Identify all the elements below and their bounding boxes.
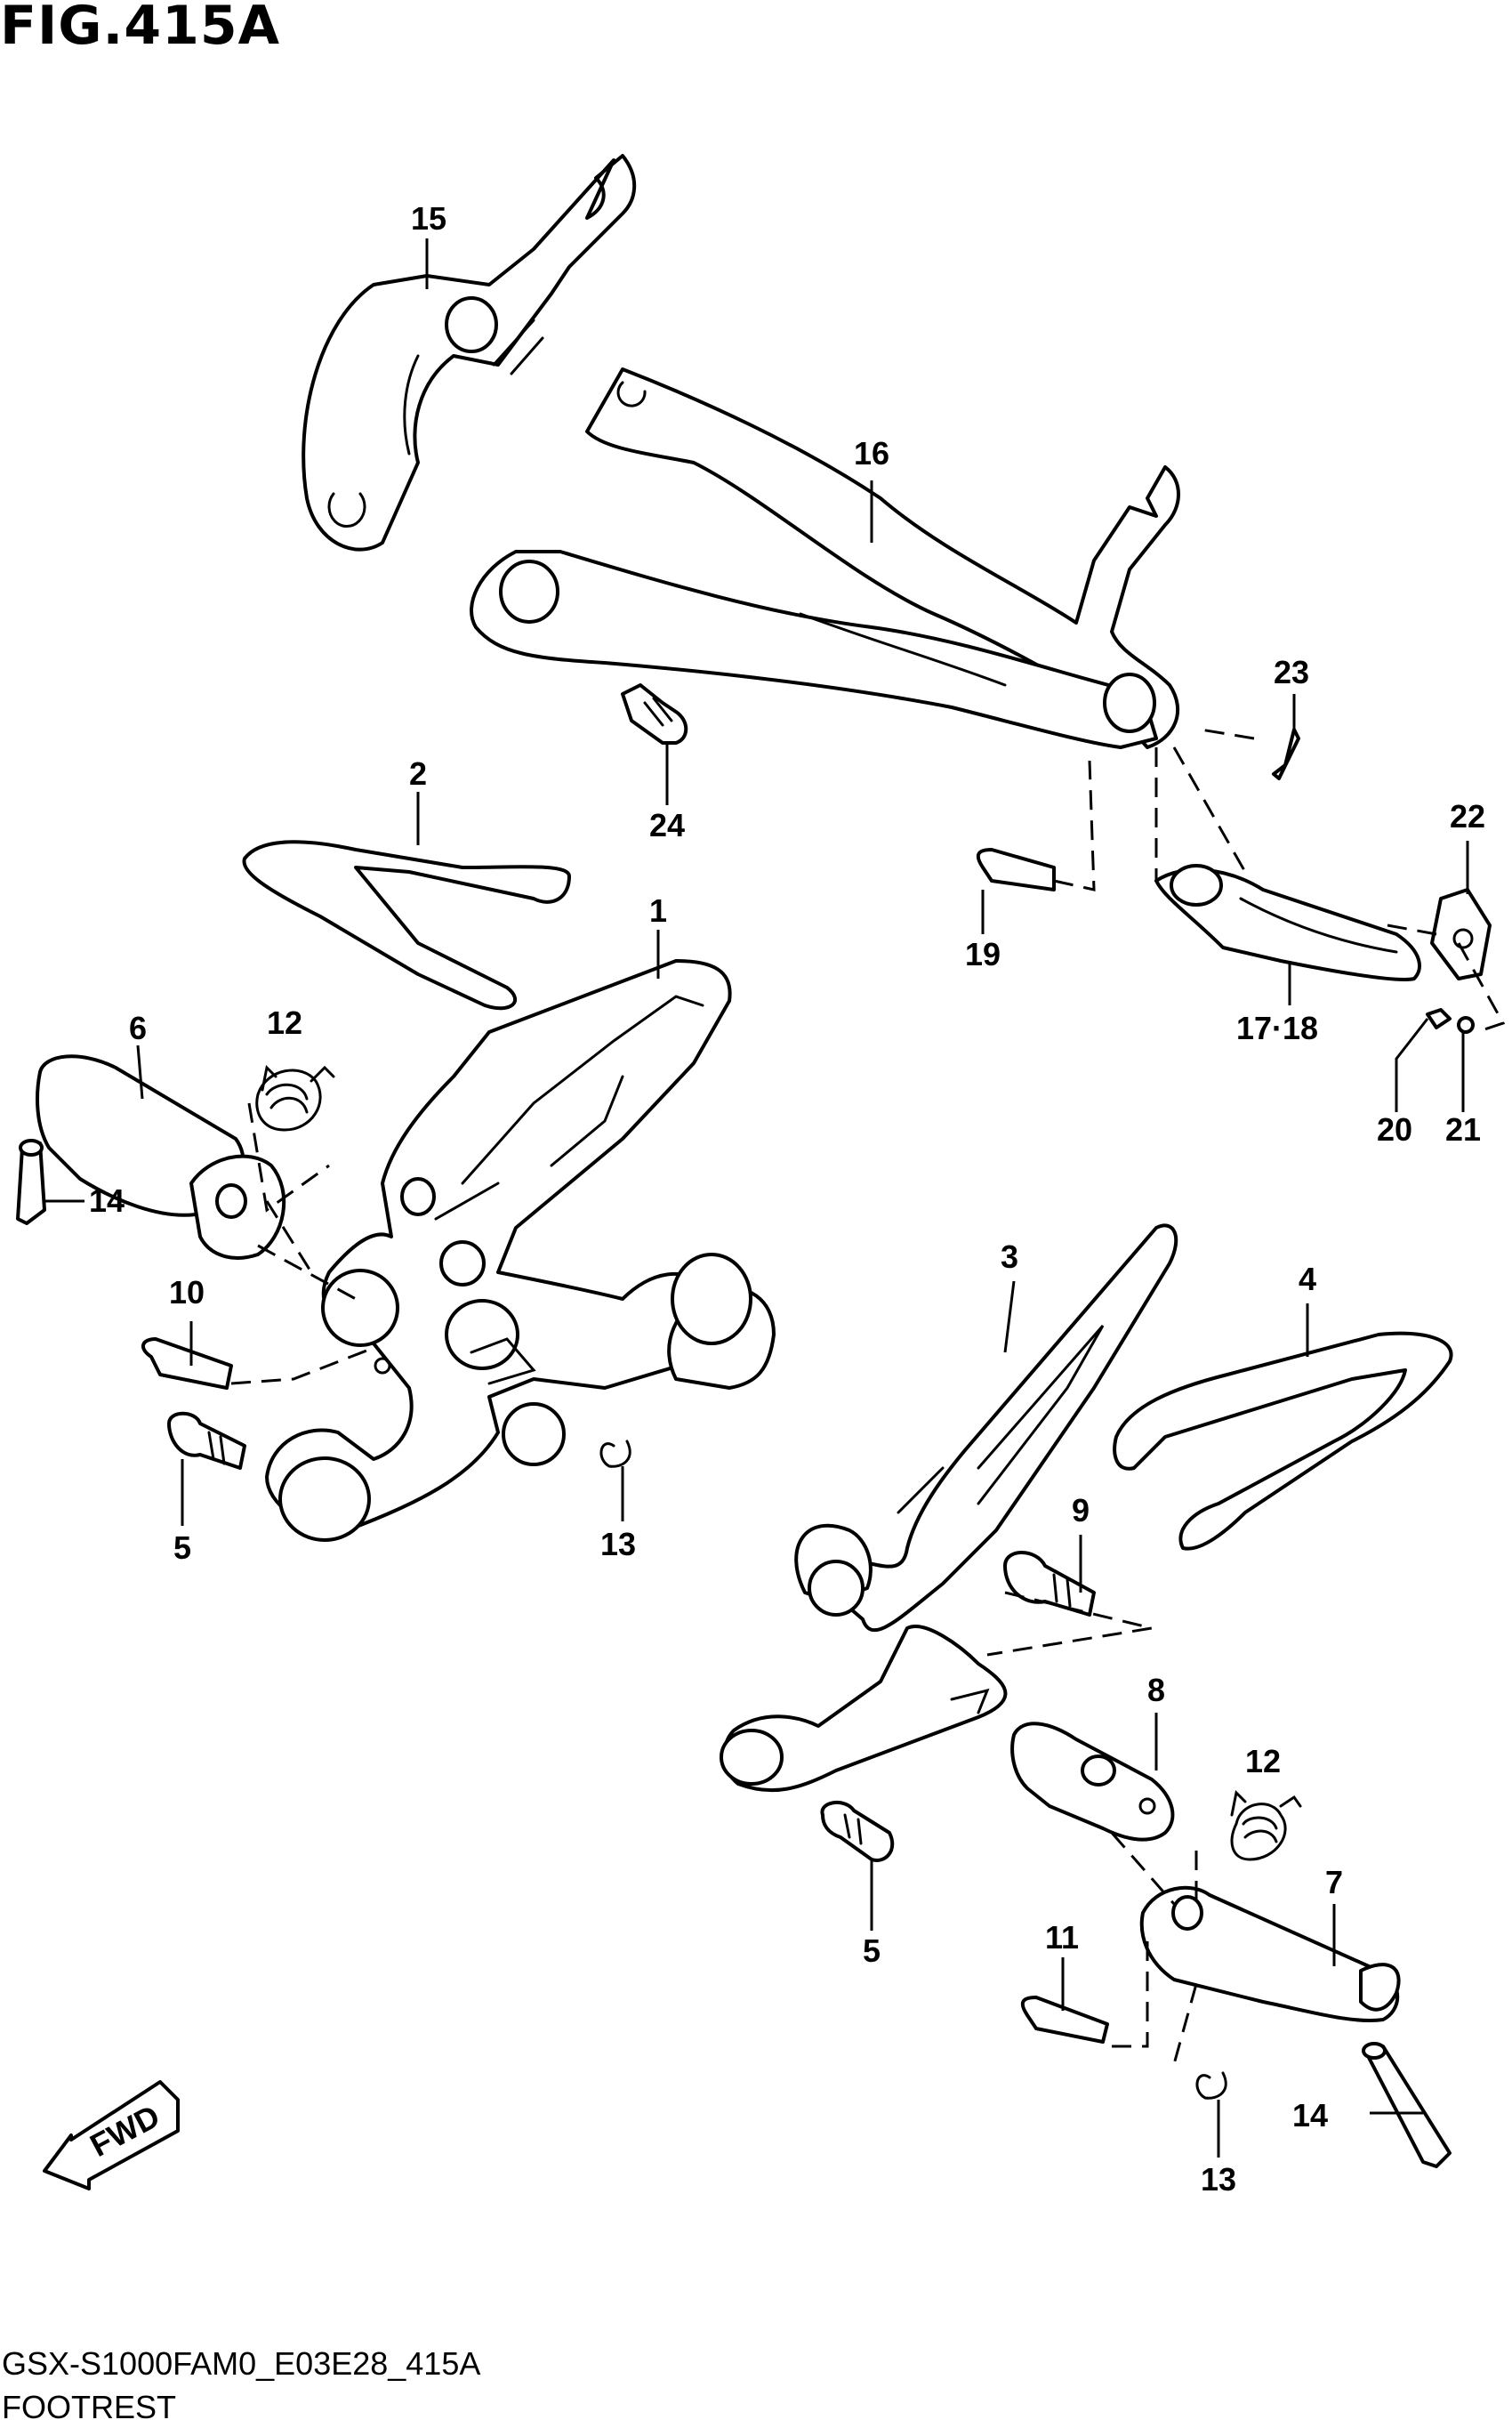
- callout-12-right: 12: [1245, 1743, 1281, 1779]
- callout-13-left: 13: [600, 1526, 636, 1562]
- callout-10: 10: [169, 1274, 205, 1311]
- callout-14-left: 14: [89, 1182, 125, 1219]
- part-14-pin-left: [16, 1139, 46, 1225]
- part-19-pin: [976, 848, 1056, 891]
- part-1-bracket: [265, 959, 776, 1542]
- callout-15: 15: [411, 200, 446, 237]
- part-4-heel-plate: [1113, 1331, 1453, 1551]
- part-3-bracket: [720, 1223, 1178, 1793]
- part-20-screw: [1426, 1008, 1452, 1029]
- model-code: GSX-S1000FAM0_E03E28_415A: [2, 2345, 481, 2382]
- callout-14-right: 14: [1292, 2097, 1328, 2134]
- part-2-heel-plate: [242, 840, 571, 1011]
- callout-9: 9: [1072, 1492, 1090, 1529]
- callout-5-right: 5: [863, 1932, 881, 1969]
- callout-20: 20: [1377, 1111, 1412, 1148]
- callout-labels: 15 16 23 22 24 19 17·18 20 21 2 1 6 12 1…: [89, 200, 1485, 2198]
- callout-8: 8: [1147, 1672, 1165, 1708]
- callout-6: 6: [129, 1010, 147, 1046]
- assembly-guide-lines: [230, 728, 1506, 2065]
- part-21-washer: [1457, 1016, 1475, 1034]
- part-24-bolt: [621, 683, 688, 745]
- callout-1: 1: [649, 892, 667, 929]
- part-6-front-peg: [36, 1054, 286, 1260]
- callout-22: 22: [1450, 798, 1485, 835]
- part-8-pivot: [1010, 1722, 1175, 1842]
- part-12-spring: [255, 1064, 335, 1132]
- part-16-rear-bracket: [470, 367, 1180, 749]
- callout-13-right: 13: [1201, 2161, 1236, 2198]
- part-22-plate: [1430, 888, 1492, 980]
- part-11-pin: [1020, 1996, 1109, 2044]
- callout-17-18: 17·18: [1236, 1010, 1318, 1046]
- callout-2: 2: [409, 755, 427, 792]
- leader-lines: [44, 238, 1469, 2158]
- section-name: FOOTREST: [2, 2389, 176, 2425]
- part-7-front-peg: [1139, 1885, 1401, 2022]
- callout-21: 21: [1445, 1111, 1481, 1148]
- part-15-cover: [302, 154, 637, 552]
- callout-7: 7: [1325, 1864, 1343, 1900]
- callout-23: 23: [1274, 654, 1309, 690]
- part-13-clip-left: [599, 1440, 631, 1468]
- callout-12-left: 12: [267, 1004, 302, 1041]
- part-12-spring-right: [1230, 1789, 1302, 1861]
- callout-4: 4: [1299, 1261, 1316, 1297]
- callout-24: 24: [649, 807, 685, 843]
- callout-11: 11: [1045, 1919, 1079, 1956]
- part-23-pin: [1272, 728, 1300, 780]
- fwd-arrow-icon: FWD: [43, 2080, 180, 2190]
- part-13-clip-right: [1195, 2071, 1227, 2100]
- part-14-pin-right: [1362, 2042, 1452, 2168]
- part-10-pin: [141, 1337, 233, 1390]
- part-5-bolt-left: [167, 1411, 246, 1470]
- part-5-bolt-right: [820, 1800, 895, 1862]
- figure-title: FIG.415A: [0, 0, 281, 57]
- callout-19: 19: [965, 936, 1001, 972]
- part-9-bolt: [1003, 1551, 1096, 1617]
- callout-3: 3: [1001, 1238, 1018, 1275]
- part-17-18-rear-peg: [1154, 864, 1421, 981]
- callout-5-left: 5: [173, 1529, 191, 1566]
- callout-16: 16: [854, 435, 889, 472]
